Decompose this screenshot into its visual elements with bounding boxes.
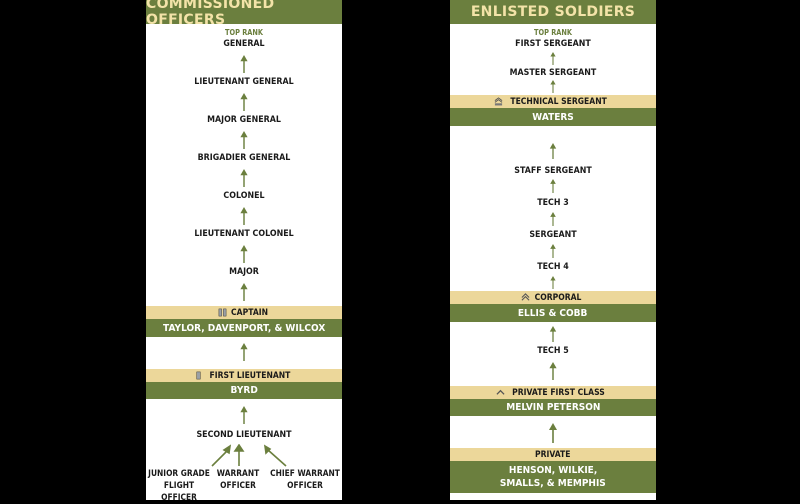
rank-staff-sergeant: STAFF SERGEANT: [514, 166, 592, 176]
rank-first-sergeant: FIRST SERGEANT: [515, 39, 591, 49]
up-arrow-icon: [240, 343, 248, 361]
rank-major-general: MAJOR GENERAL: [207, 115, 281, 125]
up-arrow-icon: [240, 207, 248, 225]
technical-sergeant-names: WATERS: [450, 108, 656, 126]
up-arrow-icon: [549, 80, 557, 93]
private-first-class-names: MELVIN PETERSON: [450, 399, 656, 416]
first-lieutenant-label-bar: FIRST LIEUTENANT: [146, 369, 342, 382]
rank-sergeant: SERGEANT: [529, 230, 577, 240]
rank-master-sergeant: MASTER SERGEANT: [509, 68, 597, 78]
up-arrow-icon: [549, 244, 557, 258]
feeder-junior-grade-flight-officer: JUNIOR GRADE FLIGHT OFFICER: [148, 469, 210, 503]
private-first-class-label: PRIVATE FIRST CLASS: [512, 387, 605, 398]
first-lieutenant-label: FIRST LIEUTENANT: [209, 370, 290, 381]
up-arrow-icon: [549, 179, 557, 193]
corporal-label-bar: CORPORAL: [450, 291, 656, 304]
captain-label: CAPTAIN: [231, 307, 268, 318]
up-arrow-icon: [240, 131, 248, 149]
up-arrow-icon: [240, 283, 248, 301]
private-label: PRIVATE: [535, 449, 571, 460]
first-lieutenant-names: BYRD: [146, 382, 342, 399]
chevron-stripe-icon: [496, 389, 505, 395]
technical-sergeant-label-bar: TECHNICAL SERGEANT: [450, 95, 656, 108]
up-arrow-icon: [549, 422, 557, 444]
up-arrow-icon: [240, 406, 248, 424]
up-arrow-icon: [240, 93, 248, 111]
rank-second-lieutenant: SECOND LIEUTENANT: [196, 430, 292, 440]
rank-general: GENERAL: [223, 39, 265, 49]
rank-tech-5: TECH 5: [537, 346, 569, 356]
up-arrow-icon: [240, 245, 248, 263]
up-arrow-icon: [549, 143, 557, 159]
up-arrow-icon: [549, 212, 557, 226]
corporal-names: ELLIS & COBB: [450, 304, 656, 322]
commissioned-officers-panel: COMMISSIONED OFFICERS TOP RANK GENERAL L…: [146, 0, 342, 503]
feeder-arrows: [211, 444, 287, 467]
enlisted-soldiers-title: ENLISTED SOLDIERS: [450, 0, 656, 24]
rank-major: MAJOR: [229, 267, 259, 277]
captain-bars-icon: [218, 308, 227, 317]
up-arrow-icon: [549, 276, 557, 289]
up-arrow-icon: [549, 326, 557, 342]
captain-names: TAYLOR, DAVENPORT, & WILCOX: [146, 319, 342, 337]
up-arrow-icon: [240, 169, 248, 187]
rank-lieutenant-general: LIEUTENANT GENERAL: [194, 77, 294, 87]
up-arrow-icon: [240, 55, 248, 73]
private-names: HENSON, WILKIE, SMALLS, & MEMPHIS: [450, 461, 656, 493]
up-arrow-icon: [549, 362, 557, 380]
private-first-class-label-bar: PRIVATE FIRST CLASS: [450, 386, 656, 399]
rank-tech-3: TECH 3: [537, 198, 569, 208]
chevron-stripes-icon: [494, 97, 503, 106]
lieutenant-bar-icon: [196, 371, 201, 380]
up-arrow-icon: [549, 52, 557, 65]
top-rank-label: TOP RANK: [224, 28, 264, 37]
top-rank-label: TOP RANK: [533, 28, 573, 37]
feeder-warrant-officer: WARRANT OFFICER: [216, 469, 260, 491]
rank-colonel: COLONEL: [223, 191, 265, 201]
private-label-bar: PRIVATE: [450, 448, 656, 461]
feeder-chief-warrant-officer: CHIEF WARRANT OFFICER: [270, 469, 340, 491]
enlisted-soldiers-panel: ENLISTED SOLDIERS TOP RANK FIRST SERGEAN…: [450, 0, 656, 500]
rank-lieutenant-colonel: LIEUTENANT COLONEL: [194, 229, 294, 239]
chevron-stripes-icon: [522, 293, 530, 301]
commissioned-officers-title: COMMISSIONED OFFICERS: [146, 0, 342, 28]
rank-brigadier-general: BRIGADIER GENERAL: [197, 153, 291, 163]
technical-sergeant-label: TECHNICAL SERGEANT: [510, 96, 607, 107]
corporal-label: CORPORAL: [535, 292, 582, 303]
rank-tech-4: TECH 4: [537, 262, 569, 272]
captain-label-bar: CAPTAIN: [146, 306, 342, 319]
